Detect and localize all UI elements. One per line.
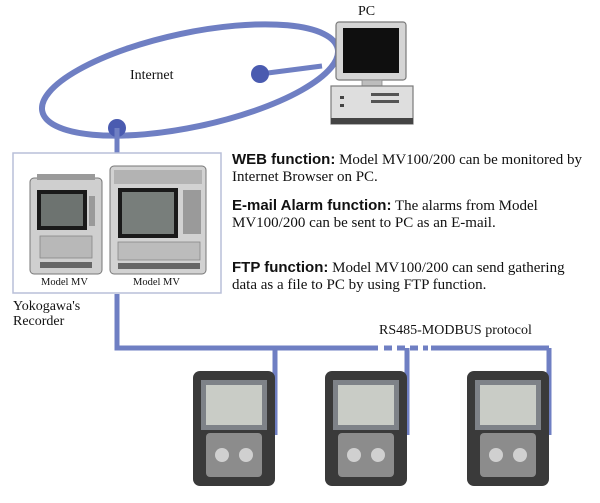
pc-node — [251, 65, 269, 83]
recorder-icon — [109, 165, 207, 275]
bus-dashes — [384, 345, 428, 351]
ftp-function-text: Model MV100/200 can send gathering data … — [232, 260, 565, 293]
model-label-right: Model MV — [133, 277, 180, 288]
web-function-text: Model MV100/200 can be monitored by Inte… — [232, 152, 582, 185]
recorder-label: Yokogawa's Recorder — [13, 299, 81, 329]
controller-icon — [467, 371, 549, 486]
pc-icon — [330, 21, 414, 125]
protocol-label: RS485-MODBUS protocol — [379, 323, 532, 338]
recorder-icon — [29, 174, 103, 275]
web-function-title: WEB function: — [232, 151, 336, 168]
controller-icon — [193, 371, 275, 486]
email-function-desc: E-mail Alarm function: The alarms from M… — [232, 197, 592, 232]
internet-label: Internet — [130, 68, 174, 83]
ftp-function-title: FTP function: — [232, 259, 329, 276]
internet-cloud — [38, 21, 342, 139]
controller-icon — [325, 371, 407, 486]
pc-link — [259, 63, 323, 77]
model-label-left: Model MV — [41, 277, 88, 288]
ftp-function-desc: FTP function: Model MV100/200 can send g… — [232, 259, 592, 294]
email-function-title: E-mail Alarm function: — [232, 197, 392, 214]
pc-label: PC — [358, 4, 376, 19]
email-function-text: The alarms from Model MV100/200 can be s… — [232, 198, 538, 231]
web-function-desc: WEB function: Model MV100/200 can be mon… — [232, 151, 592, 186]
